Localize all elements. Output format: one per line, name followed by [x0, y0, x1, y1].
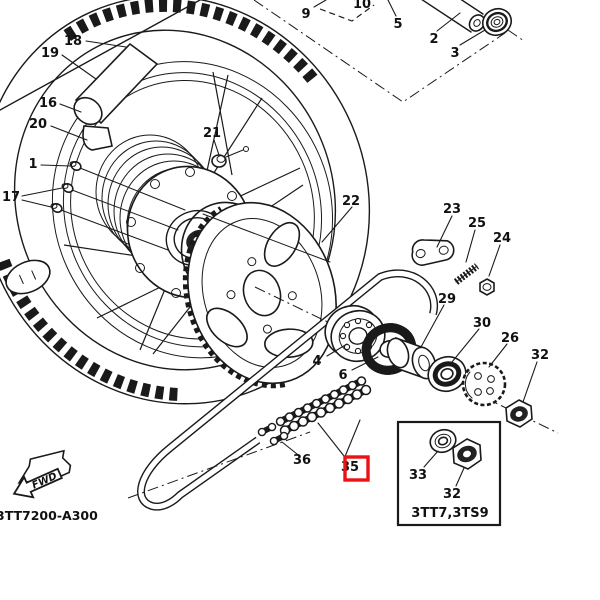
part-label-21[interactable]: 21	[203, 126, 221, 141]
rim-lock	[73, 42, 159, 151]
spoke-nipples	[50, 161, 186, 251]
callout-23: 23	[436, 202, 461, 248]
callouts: 18 19 16 20 1 17 21 9 10 5 2 3 22 23 25 …	[2, 0, 549, 475]
callout-26: 26	[488, 331, 519, 368]
callout-16: 16	[39, 96, 82, 113]
callout-30: 30	[451, 316, 491, 363]
inset-caption: 3TT7,3TS9	[411, 506, 488, 521]
part-label-30[interactable]: 30	[473, 316, 491, 331]
chain-links	[275, 376, 372, 436]
callout-3: 3	[450, 29, 486, 61]
callout-32: 32	[522, 348, 549, 403]
part-label-17[interactable]: 17	[2, 190, 20, 205]
part-label-29[interactable]: 29	[438, 292, 456, 307]
dust-cap	[481, 7, 525, 42]
part-label-32[interactable]: 32	[531, 348, 549, 363]
part-label-9[interactable]: 9	[301, 7, 310, 22]
part-label-10[interactable]: 10	[353, 0, 371, 12]
callout-10: 10	[353, 0, 371, 12]
part-label-6[interactable]: 6	[338, 368, 347, 383]
inset-nut	[452, 438, 482, 470]
part-label-20[interactable]: 20	[29, 117, 47, 132]
drive-chain-loop	[127, 269, 439, 511]
part-label-22[interactable]: 22	[342, 194, 360, 209]
highlight-box[interactable]	[343, 455, 370, 482]
fwd-arrow-icon: FWD	[12, 449, 72, 499]
chain-puller-bracket	[411, 239, 455, 266]
callout-24: 24	[488, 231, 511, 277]
callout-20: 20	[29, 117, 88, 141]
frame-line	[0, 0, 201, 111]
part-label-23[interactable]: 23	[443, 202, 461, 217]
callout-5: 5	[387, 0, 403, 32]
callout-18: 18	[64, 34, 127, 49]
part-label-5[interactable]: 5	[393, 17, 402, 32]
callout-19: 19	[41, 46, 97, 80]
callout-22: 22	[321, 194, 360, 243]
part-label-18[interactable]: 18	[64, 34, 82, 49]
axle-nut	[505, 399, 533, 428]
callout-1: 1	[28, 157, 72, 172]
part-label-1[interactable]: 1	[28, 157, 37, 172]
part-label-36[interactable]: 36	[293, 453, 311, 468]
callout-9: 9	[301, 0, 375, 22]
hub-sprocket-line	[202, 213, 331, 263]
adjuster-stud	[453, 263, 480, 285]
axle-centerline-top	[253, 0, 506, 103]
callout-17: 17	[2, 187, 63, 208]
part-label-3[interactable]: 3	[450, 46, 459, 61]
callout-25: 25	[465, 216, 486, 263]
chain-joint	[257, 422, 289, 446]
part-label-33[interactable]: 33	[409, 468, 427, 483]
seal-30	[427, 355, 467, 393]
inset-box: 33 32 3TT7,3TS9	[396, 420, 502, 527]
adjuster-nut	[479, 278, 495, 296]
part-label-26[interactable]: 26	[501, 331, 519, 346]
tire-window	[5, 259, 51, 295]
part-label-25[interactable]: 25	[468, 216, 486, 231]
part-label-2[interactable]: 2	[429, 32, 438, 47]
sprocket-fitting	[461, 361, 507, 407]
rim-band-tab	[82, 125, 113, 151]
callout-29: 29	[420, 292, 456, 348]
part-label-19[interactable]: 19	[41, 46, 59, 61]
drawing-code: 3TT7200-A300	[0, 508, 98, 523]
callout-6: 6	[338, 356, 379, 383]
part-label-16[interactable]: 16	[39, 96, 57, 111]
part-label-4[interactable]: 4	[312, 354, 321, 369]
callout-2: 2	[429, 12, 461, 47]
callout-21: 21	[203, 126, 221, 156]
callout-35: 35	[317, 419, 361, 475]
callout-4: 4	[312, 343, 348, 369]
part-label-24[interactable]: 24	[493, 231, 511, 246]
inset-washer	[429, 428, 457, 454]
callout-36: 36	[281, 441, 311, 468]
part-label-32-inset[interactable]: 32	[443, 487, 461, 502]
